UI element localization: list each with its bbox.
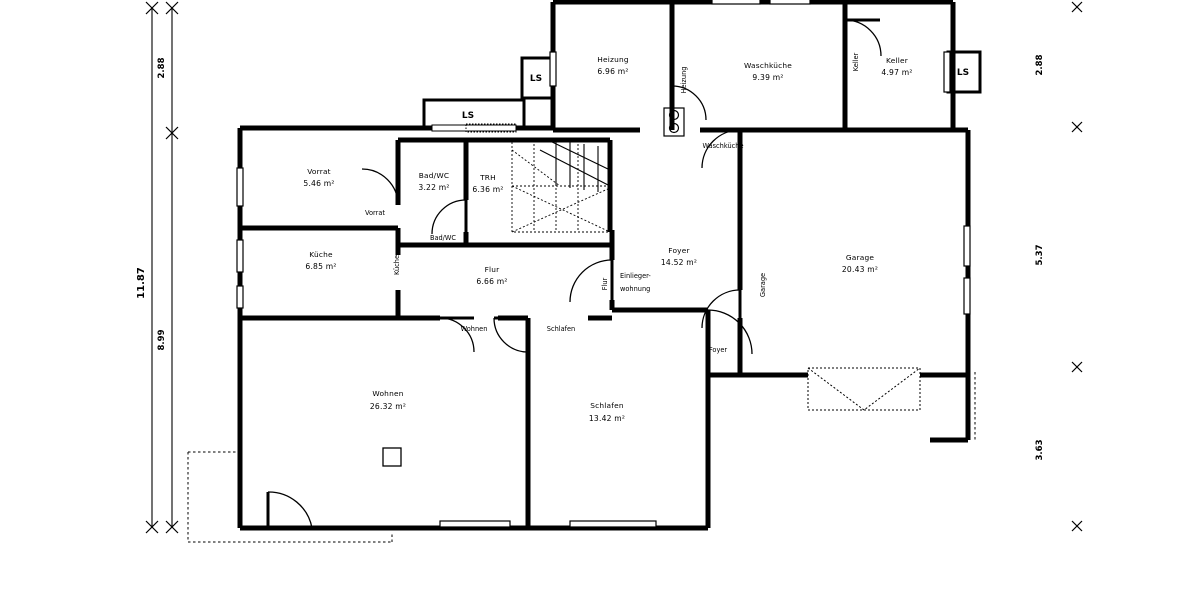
- door-leaves: [266, 18, 880, 528]
- door-swing-garage: [701, 289, 741, 329]
- door-swing-schlafen: [493, 317, 529, 353]
- stair-treads-solid: [539, 139, 611, 194]
- dim-left-total: 11.87: [136, 267, 147, 299]
- window-heizung-left: [549, 51, 557, 87]
- door-label-heizung: Heizung: [680, 67, 688, 94]
- room-area-bad-wc: 3.22 m²: [418, 183, 449, 192]
- window-kueche-left-1: [236, 239, 244, 273]
- room-area-schlafen: 13.42 m²: [589, 414, 625, 423]
- door-swing-foyer: [707, 309, 753, 355]
- door-label-waschkueche: Waschküche: [702, 142, 743, 150]
- window-kueche-left-2: [236, 285, 244, 309]
- window-garage-right-1: [963, 225, 971, 267]
- annotation-einliegerwohnung-line2: wohnung: [620, 285, 650, 293]
- dimension-group-left: [145, 1, 179, 534]
- dim-right-middle: 5.37: [1035, 244, 1045, 265]
- dimension-group-right: [1071, 1, 1083, 532]
- room-area-kueche: 6.85 m²: [305, 262, 336, 271]
- room-label-garage: Garage: [846, 253, 875, 262]
- room-area-keller: 4.97 m²: [881, 68, 912, 77]
- terrace-outline: [187, 372, 976, 543]
- staircase: [511, 139, 611, 233]
- door-label-bad-wc: Bad/WC: [430, 234, 456, 242]
- room-area-flur: 6.66 m²: [476, 277, 507, 286]
- room-area-vorrat: 5.46 m²: [303, 179, 334, 188]
- door-label-schlafen: Schlafen: [547, 325, 575, 333]
- ls-label-upper-left: LS: [530, 74, 542, 84]
- room-label-foyer: Foyer: [668, 246, 690, 255]
- window-ls-wide: [431, 124, 517, 132]
- room-label-vorrat: Vorrat: [307, 167, 331, 176]
- fixture-burner-2: [668, 122, 680, 134]
- window-waschkueche-top: [711, 0, 761, 5]
- door-label-keller: Keller: [852, 52, 860, 71]
- room-label-schlafen: Schlafen: [590, 401, 624, 410]
- window-garage-right-2: [963, 277, 971, 315]
- door-swing-heizung: [671, 85, 707, 121]
- hatch-trh-top: [465, 123, 517, 133]
- door-swing-flur: [569, 259, 613, 303]
- window-vorrat-left: [236, 167, 244, 207]
- room-label-flur: Flur: [485, 265, 501, 274]
- dim-right-upper: 2.88: [1035, 54, 1045, 75]
- door-label-kueche: Küche: [393, 255, 401, 275]
- door-label-vorrat: Vorrat: [365, 209, 385, 217]
- door-swing-badwc: [431, 199, 467, 235]
- room-label-waschkueche: Waschküche: [744, 61, 792, 70]
- fixture-chimney: [382, 447, 402, 467]
- room-area-garage: 20.43 m²: [842, 265, 878, 274]
- room-label-wohnen: Wohnen: [372, 389, 403, 398]
- window-wohnen-bottom: [439, 520, 511, 528]
- room-label-bad-wc: Bad/WC: [419, 171, 449, 180]
- room-area-wohnen: 26.32 m²: [370, 402, 406, 411]
- room-label-keller: Keller: [886, 56, 909, 65]
- garage-door: [807, 367, 921, 411]
- room-area-heizung: 6.96 m²: [597, 67, 628, 76]
- windows: [236, 0, 971, 528]
- room-label-heizung: Heizung: [597, 55, 629, 64]
- door-label-wohnen: Wohnen: [461, 325, 488, 333]
- fixture-burner-1: [668, 109, 680, 121]
- room-area-trh: 6.36 m²: [472, 185, 503, 194]
- terrace-left: [187, 452, 392, 543]
- room-area-waschkueche: 9.39 m²: [752, 73, 783, 82]
- light-shaft-labels: LS LS LS: [462, 68, 969, 121]
- door-label-flur: Flur: [601, 277, 609, 290]
- door-label-foyer: Foyer: [709, 346, 728, 354]
- fixture-boiler: [663, 107, 685, 137]
- door-swing-terrace: [267, 491, 313, 529]
- dim-ticks-left: [145, 1, 179, 534]
- dim-left-upper: 2.88: [157, 57, 167, 78]
- door-label-garage: Garage: [759, 273, 767, 297]
- ls-label-wide: LS: [462, 111, 474, 121]
- room-label-trh: TRH: [479, 173, 496, 182]
- window-keller-top: [769, 0, 811, 5]
- window-keller-right: [943, 51, 951, 93]
- door-labels: Vorrat Bad/WC Küche Heizung Waschküche F…: [365, 52, 860, 354]
- hatched-openings: [465, 123, 517, 133]
- stair-run-lower: [511, 149, 611, 233]
- annotations: Einlieger- wohnung: [620, 272, 651, 293]
- garage-door-fold: [807, 367, 921, 411]
- ls-label-right: LS: [957, 68, 969, 78]
- fixtures: [382, 107, 685, 467]
- dim-left-lower: 8.99: [157, 329, 167, 350]
- room-label-kueche: Küche: [309, 250, 333, 259]
- window-schlafen-bottom: [569, 520, 657, 528]
- dim-right-lower: 3.63: [1035, 439, 1045, 460]
- room-area-foyer: 14.52 m²: [661, 258, 697, 267]
- annotation-einliegerwohnung-line1: Einlieger-: [620, 272, 651, 280]
- room-labels: Heizung 6.96 m² Waschküche 9.39 m² Kelle…: [303, 55, 912, 423]
